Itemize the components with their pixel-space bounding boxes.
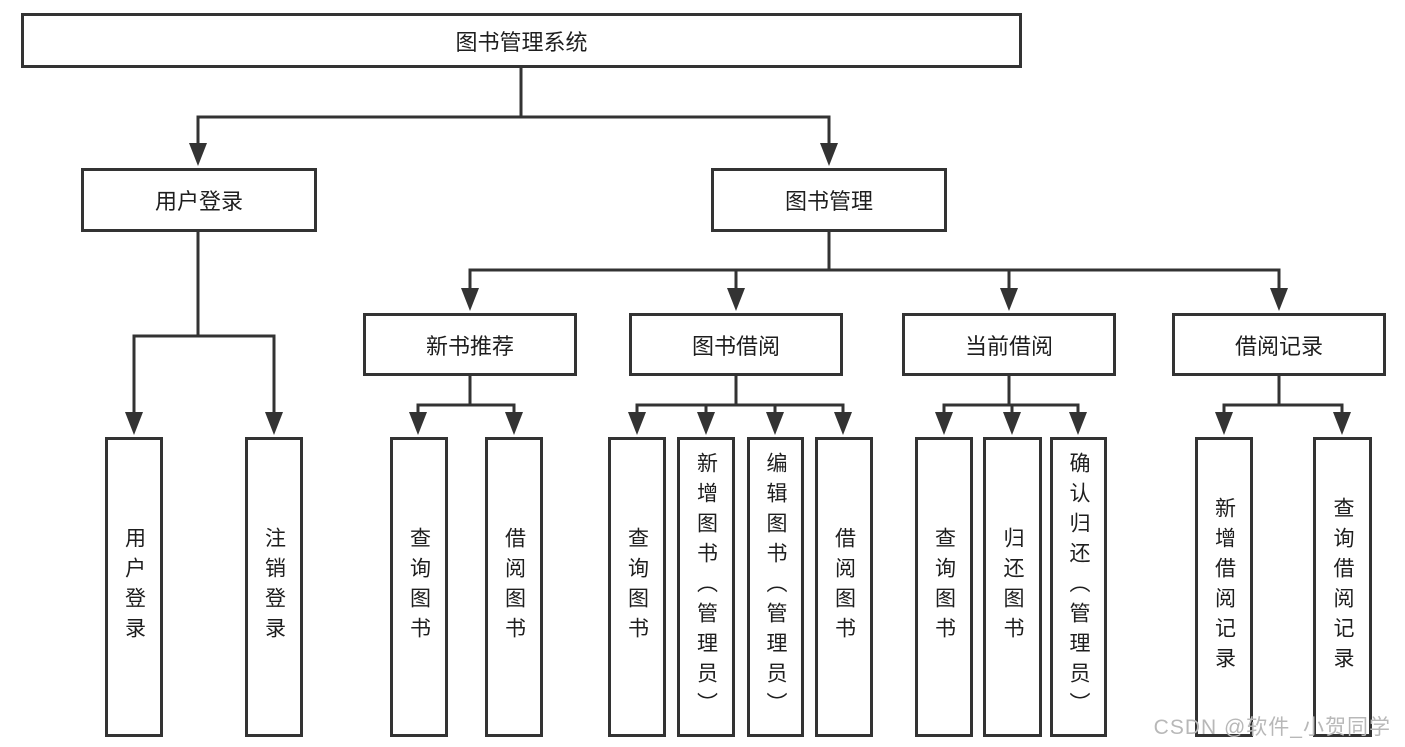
leaf-logout: 注销登录	[245, 437, 303, 737]
leaf-borrow-borrow-books: 借阅图书	[815, 437, 873, 737]
arrow-icon	[766, 412, 784, 435]
leaf-current-confirm-return-admin: 确认归还（管理员）	[1050, 437, 1107, 737]
node-borrow-records-label: 借阅记录	[1234, 333, 1323, 359]
node-book-management: 图书管理	[711, 168, 947, 232]
node-current-borrow: 当前借阅	[902, 313, 1116, 376]
leaf-label: 注销登录	[262, 527, 286, 647]
node-current-borrow-label: 当前借阅	[964, 333, 1053, 359]
leaf-label: 借阅图书	[832, 527, 856, 647]
node-root: 图书管理系统	[21, 13, 1022, 68]
arrow-icon	[935, 412, 953, 435]
arrow-icon	[697, 412, 715, 435]
arrow-icon	[1069, 412, 1087, 435]
leaf-label: 新增图书（管理员）	[694, 452, 718, 722]
leaf-label: 确认归还（管理员）	[1067, 452, 1090, 722]
arrow-icon	[189, 143, 207, 166]
leaf-label: 借阅图书	[502, 527, 526, 647]
leaf-current-return-books: 归还图书	[983, 437, 1042, 737]
arrow-icon	[1270, 288, 1288, 311]
arrow-icon	[1003, 412, 1021, 435]
tree-edges	[132, 66, 1344, 416]
leaf-recommend-borrow-books: 借阅图书	[485, 437, 543, 737]
leaf-label: 新增借阅记录	[1212, 497, 1236, 677]
leaf-borrow-edit-books-admin: 编辑图书（管理员）	[747, 437, 804, 737]
arrow-icon	[1000, 288, 1018, 311]
leaf-recommend-query-books: 查询图书	[390, 437, 448, 737]
arrow-icon	[265, 412, 283, 435]
node-new-book-recommend: 新书推荐	[363, 313, 577, 376]
node-book-management-label: 图书管理	[784, 189, 873, 214]
leaf-records-query-record: 查询借阅记录	[1313, 437, 1372, 737]
leaf-borrow-query-books: 查询图书	[608, 437, 666, 737]
leaf-label: 查询图书	[932, 527, 956, 647]
node-borrow-records: 借阅记录	[1172, 313, 1386, 376]
arrow-icon	[125, 412, 143, 435]
leaf-current-query-books: 查询图书	[915, 437, 973, 737]
node-user-login: 用户登录	[81, 168, 317, 232]
arrow-icon	[505, 412, 523, 435]
node-root-label: 图书管理系统	[455, 29, 588, 55]
arrow-icon	[628, 412, 646, 435]
leaf-label: 查询图书	[407, 527, 431, 647]
arrow-icon	[1333, 412, 1351, 435]
leaf-label: 归还图书	[1001, 527, 1024, 647]
watermark: CSDN @软件_小贺同学	[1153, 716, 1391, 739]
arrow-icon	[409, 412, 427, 435]
arrow-icon	[1215, 412, 1233, 435]
leaf-records-add-record: 新增借阅记录	[1195, 437, 1253, 737]
arrow-icon	[727, 288, 745, 311]
leaf-user-login: 用户登录	[105, 437, 163, 737]
leaf-label: 编辑图书（管理员）	[764, 452, 787, 722]
leaf-label: 查询图书	[625, 527, 649, 647]
node-book-borrow: 图书借阅	[629, 313, 843, 376]
node-user-login-label: 用户登录	[154, 189, 243, 214]
arrow-icon	[461, 288, 479, 311]
leaf-label: 用户登录	[122, 527, 146, 647]
arrowheads	[125, 143, 1351, 435]
arrow-icon	[820, 143, 838, 166]
node-book-borrow-label: 图书借阅	[691, 333, 780, 359]
leaf-borrow-add-books-admin: 新增图书（管理员）	[677, 437, 735, 737]
leaf-label: 查询借阅记录	[1331, 497, 1354, 677]
node-new-book-recommend-label: 新书推荐	[425, 333, 514, 359]
arrow-icon	[834, 412, 852, 435]
